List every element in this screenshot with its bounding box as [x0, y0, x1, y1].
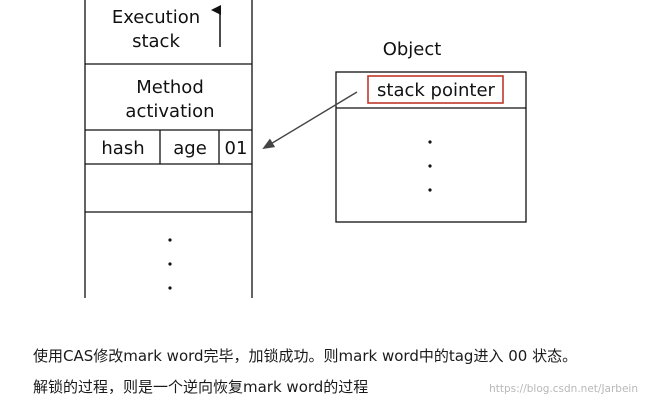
- execution-stack: [84, 0, 253, 298]
- method-label: Method: [136, 77, 204, 98]
- caption-line-2: 解锁的过程，则是一个逆向恢复mark word的过程: [33, 378, 369, 396]
- stack-ellipsis: [168, 238, 172, 290]
- object-box: [335, 71, 527, 223]
- execution-label: Execution: [112, 7, 200, 28]
- hash-cell: hash: [101, 138, 144, 159]
- object-title: Object: [383, 39, 442, 60]
- stack-pointer-arrow-icon: [262, 91, 358, 150]
- caption-line-1: 使用CAS修改mark word完毕，加锁成功。则mark word中的tag进…: [33, 347, 578, 365]
- stack-pointer-highlight: [367, 75, 504, 104]
- activation-label: activation: [125, 101, 214, 122]
- lock-bits-cell: 01: [225, 138, 248, 159]
- watermark: https://blog.csdn.net/Jarbein: [489, 383, 638, 395]
- object-ellipsis: [428, 140, 432, 192]
- stack-pointer-field: stack pointer: [377, 80, 495, 101]
- age-cell: age: [173, 138, 207, 159]
- stack-label: stack: [132, 31, 180, 52]
